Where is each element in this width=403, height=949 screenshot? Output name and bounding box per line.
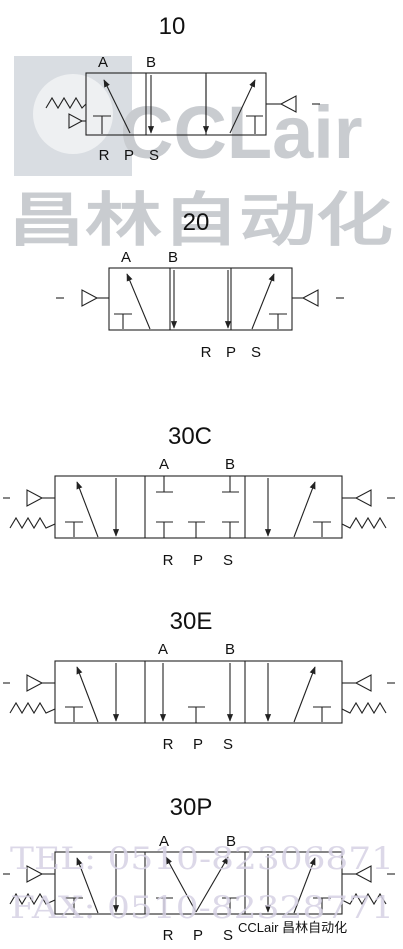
valve-diagram-30e: 30E A B R P S xyxy=(3,608,395,753)
port-label-r: R xyxy=(163,552,174,569)
port-label-r: R xyxy=(201,344,212,361)
flow-arrow xyxy=(229,79,256,134)
spring-icon xyxy=(341,516,387,530)
port-label-b: B xyxy=(226,833,236,850)
cclair-watermark-logo: CCLair 昌林自动化 xyxy=(8,56,393,253)
port-label-s: S xyxy=(149,147,159,164)
pilot-triangle-icon xyxy=(354,674,372,692)
port-label-a: A xyxy=(158,641,168,658)
watermark-brand: CCLair xyxy=(120,91,363,174)
flow-arrow xyxy=(293,857,316,914)
diagram-title: 30P xyxy=(170,794,213,821)
diagram-title: 30C xyxy=(168,423,212,450)
valve-diagram-20: 20 A B R P S xyxy=(56,209,344,361)
pilot-triangle-icon xyxy=(354,865,372,883)
diagram-title: 20 xyxy=(183,209,210,236)
port-label-s: S xyxy=(223,552,233,569)
valve-body xyxy=(108,267,293,331)
port-label-p: P xyxy=(124,147,134,164)
pilot-triangle-icon xyxy=(301,289,319,307)
flow-arrow xyxy=(293,666,316,723)
port-label-a: A xyxy=(121,249,131,266)
footer-brand-label: CCLair 昌林自动化 xyxy=(238,920,347,935)
port-label-r: R xyxy=(99,147,110,164)
spring-icon xyxy=(341,892,387,906)
contact-watermark: TEL: 0510-82306871 FAX: 0510-82328771 xyxy=(10,841,394,926)
valve-diagram-30c: 30C A B R P xyxy=(3,423,395,569)
flow-arrow xyxy=(76,666,99,723)
pilot-triangle-icon xyxy=(68,113,84,129)
flow-arrow xyxy=(251,273,275,330)
port-label-a: A xyxy=(98,54,108,71)
diagram-title: 30E xyxy=(170,608,213,635)
port-label-b: B xyxy=(168,249,178,266)
valve-body xyxy=(54,475,343,539)
valve-body xyxy=(54,660,343,724)
port-label-a: A xyxy=(159,833,169,850)
port-label-a: A xyxy=(159,456,169,473)
pilot-triangle-icon xyxy=(26,674,44,692)
watermark-tel: TEL: 0510-82306871 xyxy=(10,841,394,877)
flow-arrow xyxy=(195,856,229,913)
port-label-r: R xyxy=(163,736,174,753)
pilot-triangle-icon xyxy=(354,489,372,507)
spring-icon xyxy=(9,701,56,715)
flow-arrow xyxy=(165,856,197,913)
port-label-b: B xyxy=(146,54,156,71)
logo-circle xyxy=(33,74,113,154)
port-label-p: P xyxy=(193,552,203,569)
port-label-b: B xyxy=(225,641,235,658)
port-label-p: P xyxy=(193,736,203,753)
flow-arrow xyxy=(293,481,316,538)
port-label-r: R xyxy=(163,927,174,944)
port-label-s: S xyxy=(223,927,233,944)
watermark-chinese: 昌林自动化 xyxy=(8,188,393,253)
port-label-b: B xyxy=(225,456,235,473)
valve-diagram-10: 10 A B R P S xyxy=(45,13,320,164)
diagram-title: 10 xyxy=(159,13,186,40)
flow-arrow xyxy=(76,857,99,914)
spring-icon xyxy=(9,516,56,530)
watermark-fax: FAX: 0510-82328771 xyxy=(10,890,394,926)
port-label-p: P xyxy=(226,344,236,361)
spring-icon xyxy=(341,701,387,715)
flow-arrow xyxy=(103,79,131,134)
valve-body xyxy=(54,851,343,915)
pilot-triangle-icon xyxy=(26,489,44,507)
pilot-triangle-icon xyxy=(26,865,44,883)
spring-icon xyxy=(9,892,56,906)
pilot-triangle-icon xyxy=(81,289,99,307)
port-label-s: S xyxy=(223,736,233,753)
valve-diagram-30p: 30P A B R P S xyxy=(3,794,395,944)
port-label-p: P xyxy=(193,927,203,944)
port-label-s: S xyxy=(251,344,261,361)
flow-arrow xyxy=(76,481,99,538)
spring-icon xyxy=(45,96,87,110)
pilot-triangle-icon xyxy=(279,95,297,113)
flow-arrow xyxy=(126,273,151,330)
